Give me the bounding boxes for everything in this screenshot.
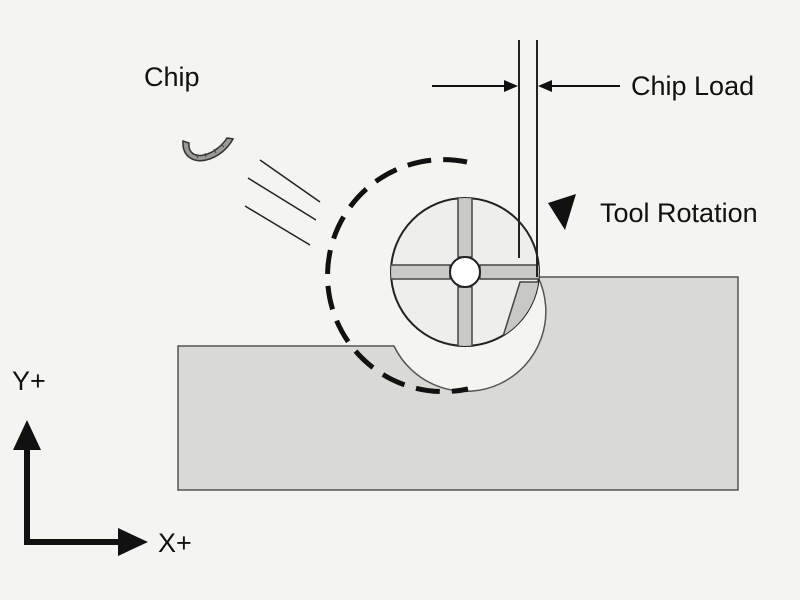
chip-load-label: Chip Load <box>631 71 754 101</box>
tool-center-hub <box>449 256 481 288</box>
flute-horizontal-left <box>391 264 451 280</box>
flute-vertical-top <box>457 198 473 258</box>
end-mill-tool <box>390 197 540 347</box>
chip-icon <box>182 137 235 162</box>
chip-load-arrow-right-head <box>538 80 552 92</box>
workpiece <box>177 276 739 491</box>
x-axis-arrow-icon <box>118 528 148 556</box>
rotation-arrow-icon <box>548 194 576 230</box>
chip-label: Chip <box>144 62 200 92</box>
chip-marks <box>195 143 225 159</box>
flute-vertical-bottom <box>457 286 473 346</box>
tool-rotation-label: Tool Rotation <box>600 198 758 228</box>
flute-horizontal-right <box>479 264 539 280</box>
x-axis-label: X+ <box>158 528 192 558</box>
chip-motion-line-3 <box>244 205 311 246</box>
chip-motion-line-1 <box>259 159 321 203</box>
chip-load-arrow-left-head <box>504 80 518 92</box>
y-axis-label: Y+ <box>12 366 46 396</box>
chip-motion-line-2 <box>247 177 317 221</box>
y-axis-arrow-icon <box>13 420 41 450</box>
